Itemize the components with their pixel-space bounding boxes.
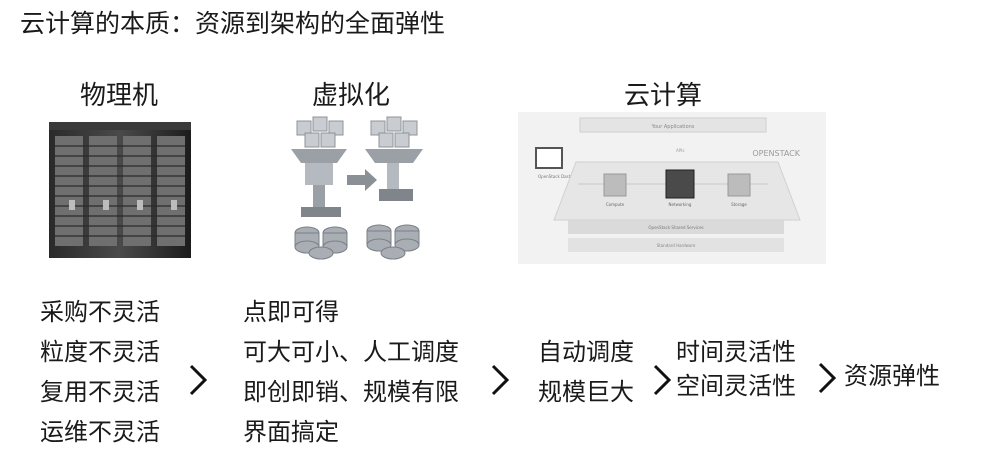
cloud-traits-list: 自动调度 规模巨大 [538, 332, 634, 412]
cloud-computing-heading: 云计算 [624, 81, 703, 111]
virtualization-heading: 虚拟化 [312, 81, 391, 111]
openstack-image: Your Applications OPENSTACK OpenStack Da… [518, 112, 826, 264]
openstack-dashboard-label: OpenStack Dashboard [538, 174, 583, 179]
chevron-right-icon [653, 364, 672, 396]
page-title: 云计算的本质：资源到架构的全面弹性 [20, 9, 446, 38]
physical-traits-list: 采购不灵活 粒度不灵活 复用不灵活 运维不灵活 [40, 292, 160, 452]
cloud-trait: 规模巨大 [538, 378, 634, 406]
physical-trait: 粒度不灵活 [40, 338, 160, 366]
virtualization-trait: 界面搞定 [243, 418, 339, 446]
openstack-apis-label: APIs [676, 148, 684, 153]
cloud-trait: 自动调度 [538, 338, 634, 366]
chevron-right-icon [189, 364, 208, 396]
openstack-logo: OPENSTACK [752, 149, 800, 158]
virtualization-trait: 可大可小、人工调度 [243, 338, 459, 366]
openstack-networking-label: Networking [669, 202, 692, 207]
virtualization-image [291, 116, 423, 260]
server-rack-image [49, 122, 191, 258]
physical-trait: 采购不灵活 [40, 298, 160, 326]
virtualization-traits-list: 点即可得 可大可小、人工调度 即创即销、规模有限 界面搞定 [243, 292, 459, 452]
flexibility-trait: 空间灵活性 [676, 372, 796, 400]
virtualization-trait: 点即可得 [243, 298, 339, 326]
chevron-right-icon [818, 362, 837, 394]
openstack-hardware-label: Standard Hardware [657, 243, 696, 248]
physical-trait: 复用不灵活 [40, 378, 160, 406]
flexibility-traits-list: 时间灵活性 空间灵活性 [676, 335, 796, 403]
chevron-right-icon [491, 364, 510, 396]
openstack-compute-label: Compute [606, 202, 625, 207]
resource-elasticity-result: 资源弹性 [844, 362, 940, 390]
openstack-apps-label: Your Applications [651, 124, 695, 130]
openstack-storage-label: Storage [731, 202, 747, 207]
openstack-shared-services-label: OpenStack Shared Services [648, 225, 703, 230]
physical-trait: 运维不灵活 [40, 418, 160, 446]
virtualization-trait: 即创即销、规模有限 [243, 378, 459, 406]
flexibility-trait: 时间灵活性 [676, 338, 796, 366]
physical-machine-heading: 物理机 [80, 81, 159, 111]
